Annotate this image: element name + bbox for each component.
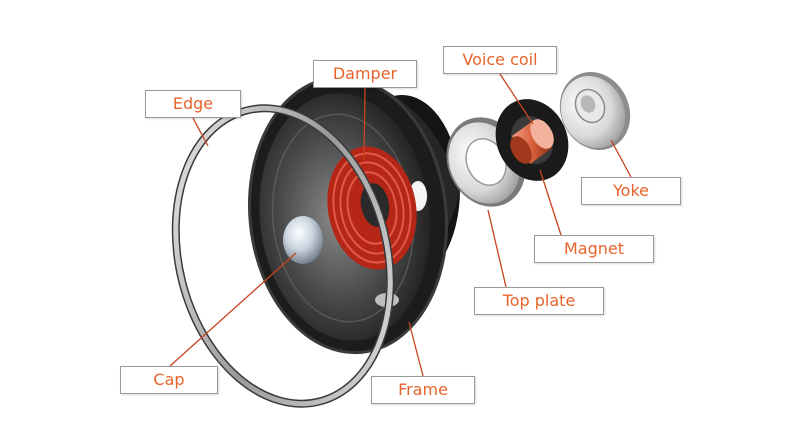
label-voice-coil: Voice coil <box>443 46 557 74</box>
label-cap: Cap <box>120 366 218 394</box>
label-edge: Edge <box>145 90 241 118</box>
cap-part <box>283 216 323 264</box>
leader-line-yoke <box>611 140 631 177</box>
label-yoke: Yoke <box>581 177 681 205</box>
leader-line-top-plate <box>488 210 506 287</box>
label-frame: Frame <box>371 376 475 404</box>
label-magnet: Magnet <box>534 235 654 263</box>
label-damper: Damper <box>313 60 417 88</box>
leader-line-frame <box>409 322 423 376</box>
leader-line-magnet <box>540 170 561 235</box>
label-top-plate: Top plate <box>474 287 604 315</box>
